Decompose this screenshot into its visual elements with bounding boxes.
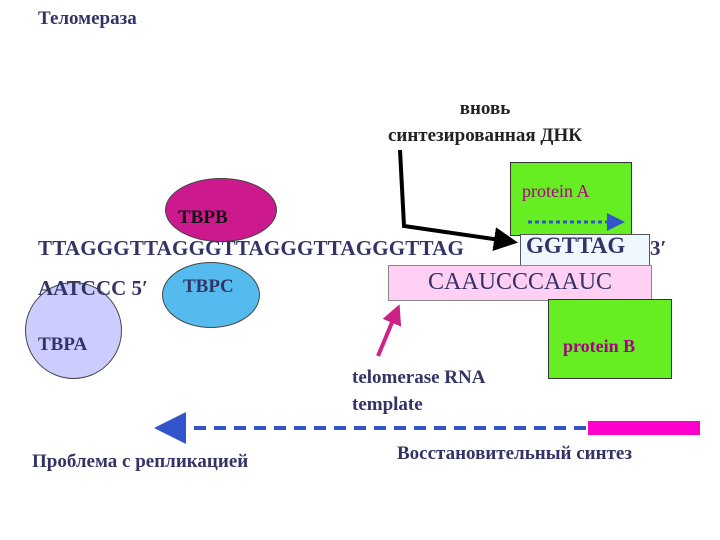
tbpa-label: TBPA: [38, 334, 88, 355]
new-sequence: GGTTAG: [526, 233, 626, 258]
tbpb-label: TBPB: [178, 207, 228, 228]
rna-template-box: [388, 265, 652, 301]
rna-sequence: CAAUCCCAAUC: [428, 269, 613, 295]
protein-a-label: protein A: [522, 181, 590, 201]
tbpa-ellipse: [25, 282, 122, 379]
new-dna-pointer-arrow: [398, 149, 518, 251]
replication-problem-label: Проблема с репликацией: [32, 451, 249, 472]
tbpb-ellipse: [165, 178, 277, 242]
dna-bottom-strand: AATCCC 5′: [38, 276, 148, 300]
template-pointer-arrow: [376, 304, 402, 357]
tbpc-label: TBPC: [183, 276, 234, 297]
new-dna-label: вновь синтезированная ДНК: [387, 98, 583, 146]
template-label: telomerase RNA template: [352, 367, 485, 415]
dna-top-strand: TTAGGGTTAGGGTTAGGGTTAGGGTTAG: [38, 236, 465, 260]
restorative-synthesis-label: Восстановительный синтез: [397, 443, 632, 464]
protein-b-label: protein B: [563, 336, 636, 356]
restorative-bar: [588, 421, 700, 435]
three-prime-label: 3′: [650, 236, 667, 260]
tbpc-ellipse: [162, 262, 260, 328]
slide-title: Теломераза: [38, 8, 137, 29]
protein-b-box: [548, 299, 672, 379]
new-sequence-box: [520, 234, 650, 266]
